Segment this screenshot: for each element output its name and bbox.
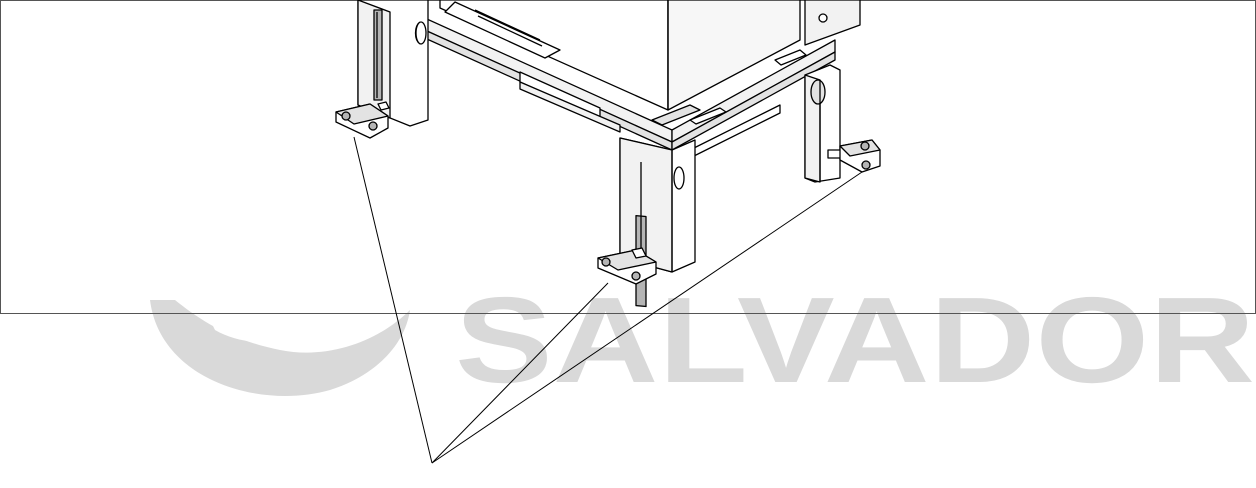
bracket-screw <box>368 121 378 131</box>
stand-leg-left <box>357 0 429 127</box>
bracket-screw <box>631 271 641 281</box>
bracket-screw <box>860 141 870 151</box>
watermark: SALVADOR <box>150 272 1255 408</box>
leader-line-front <box>431 282 609 464</box>
bracket-screw <box>861 160 871 170</box>
floor-bracket-front <box>597 247 657 285</box>
floor-bracket-left <box>335 101 390 139</box>
stand-leg-front <box>619 137 696 308</box>
leader-line-left <box>353 136 433 464</box>
bracket-screw <box>601 257 611 267</box>
watermark-text: SALVADOR <box>455 272 1255 408</box>
cabinet-base <box>439 0 861 126</box>
leader-line-right <box>431 171 863 464</box>
floor-bracket-right <box>839 139 881 173</box>
watermark-logo <box>150 300 410 396</box>
bracket-screw <box>341 111 351 121</box>
callout-leaders <box>353 136 863 464</box>
stand-leg-right <box>804 64 846 183</box>
